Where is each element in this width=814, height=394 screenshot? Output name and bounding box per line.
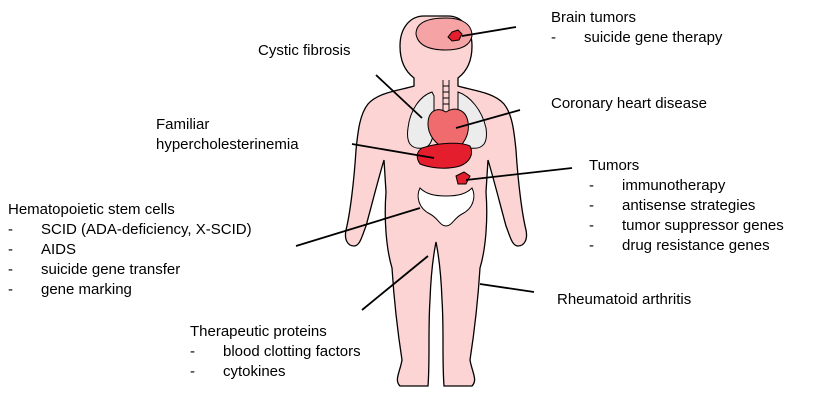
label-tumors: Tumors -immunotherapy -antisense strateg… (589, 156, 784, 256)
brain-organ (416, 18, 472, 50)
tumors-list: -immunotherapy -antisense strategies -tu… (589, 176, 784, 256)
tumors-title: Tumors (589, 156, 784, 176)
label-rheumatoid-arthritis: Rheumatoid arthritis (557, 290, 691, 310)
list-item: -SCID (ADA-deficiency, X-SCID) (8, 220, 252, 240)
therapeutic-list: -blood clotting factors -cytokines (190, 342, 361, 382)
list-item: -tumor suppressor genes (589, 216, 784, 236)
label-familiar-hypercholesterinemia: Familiar hypercholesterinemia (156, 115, 299, 155)
label-coronary-heart-disease: Coronary heart disease (551, 94, 707, 114)
familiar-line2: hypercholesterinemia (156, 135, 299, 155)
list-item: -drug resistance genes (589, 236, 784, 256)
coronary-title: Coronary heart disease (551, 94, 707, 114)
therapeutic-title: Therapeutic proteins (190, 322, 361, 342)
list-item: -immunotherapy (589, 176, 784, 196)
cystic-fibrosis-title: Cystic fibrosis (258, 41, 351, 61)
list-item: -AIDS (8, 240, 252, 260)
list-item: -blood clotting factors (190, 342, 361, 362)
label-therapeutic-proteins: Therapeutic proteins -blood clotting fac… (190, 322, 361, 382)
list-item: -antisense strategies (589, 196, 784, 216)
label-hematopoietic-stem-cells: Hematopoietic stem cells -SCID (ADA-defi… (8, 200, 252, 300)
brain-tumors-list: -suicide gene therapy (551, 28, 722, 48)
hemato-title: Hematopoietic stem cells (8, 200, 252, 220)
hemato-list: -SCID (ADA-deficiency, X-SCID) -AIDS -su… (8, 220, 252, 300)
brain-tumors-title: Brain tumors (551, 8, 722, 28)
label-brain-tumors: Brain tumors -suicide gene therapy (551, 8, 722, 48)
list-item: -gene marking (8, 280, 252, 300)
label-cystic-fibrosis: Cystic fibrosis (258, 41, 351, 61)
rheuma-title: Rheumatoid arthritis (557, 290, 691, 310)
list-item: -suicide gene therapy (551, 28, 722, 48)
list-item: -cytokines (190, 362, 361, 382)
familiar-line1: Familiar (156, 115, 299, 135)
leader-line-rheuma (480, 284, 534, 292)
list-item: -suicide gene transfer (8, 260, 252, 280)
